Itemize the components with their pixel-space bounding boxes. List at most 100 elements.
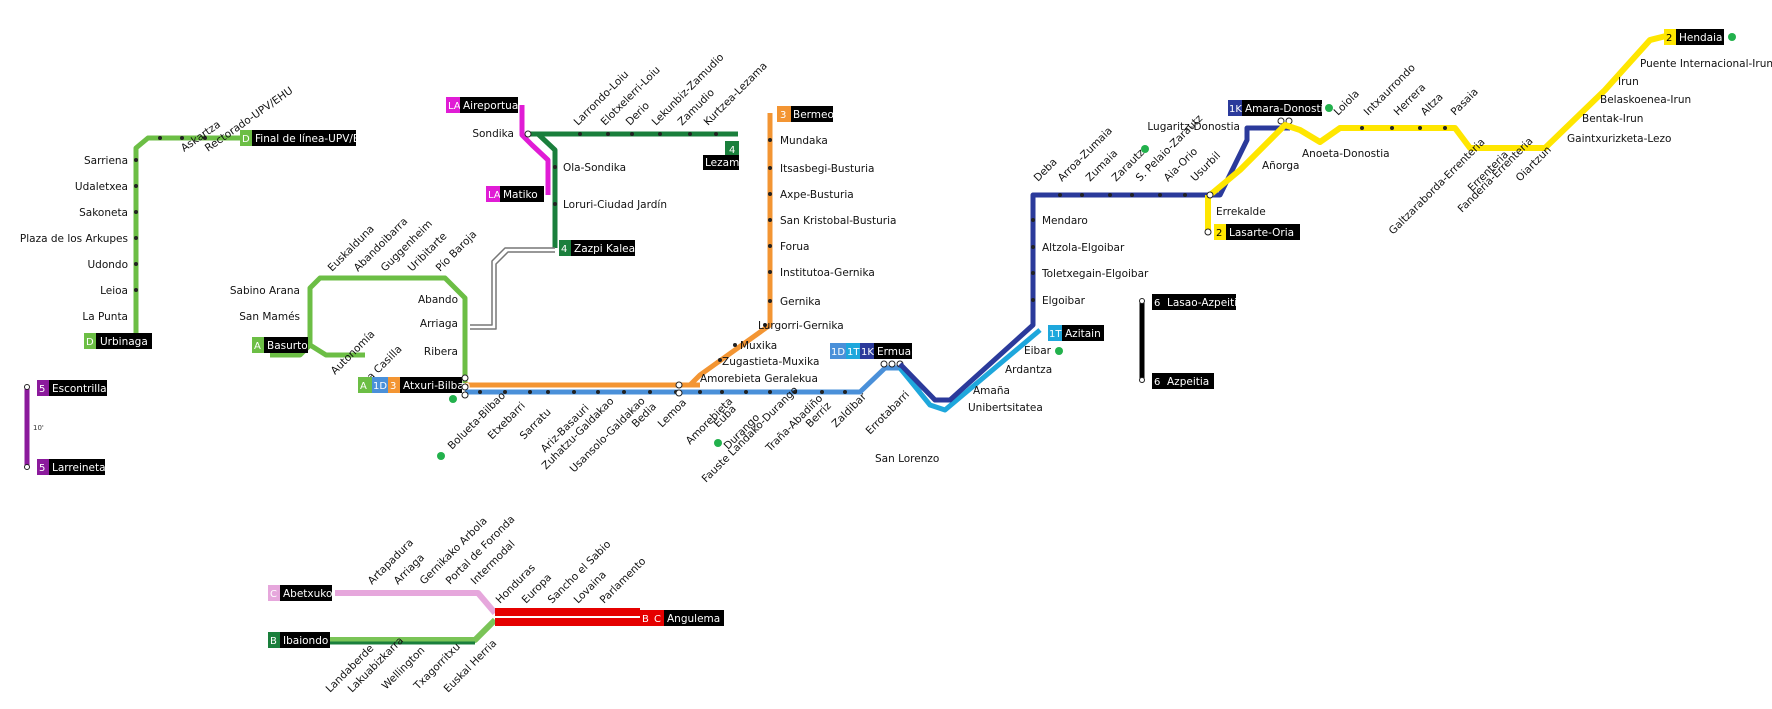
svg-text:A: A <box>360 381 367 392</box>
line-d: D Final de línea-UPV/EHU D Urbinaga Aska… <box>20 85 375 349</box>
station-label: Toletxegain-Elgoibar <box>1041 268 1149 280</box>
station-label: Sarriena <box>84 155 128 167</box>
station-label: Anoeta-Donostia <box>1302 148 1390 160</box>
station-label: San Lorenzo <box>875 453 939 465</box>
interchange-icons <box>437 33 1736 460</box>
svg-text:2: 2 <box>1666 33 1672 44</box>
station-label: Errekalde <box>1216 206 1266 218</box>
svg-text:D: D <box>86 337 94 348</box>
station-label: Zugastieta-Muxika <box>722 356 819 368</box>
interchange-icon <box>449 395 457 403</box>
terminus-atxuri: Atxuri-Bilbao <box>403 380 470 392</box>
station-label: Abando <box>418 294 458 306</box>
svg-text:2: 2 <box>1216 228 1222 239</box>
svg-text:C: C <box>270 589 277 600</box>
interchange-icon <box>1728 33 1736 41</box>
terminus-urbinaga: Urbinaga <box>100 336 148 348</box>
terminus-aireportua: Aireportua <box>463 100 518 112</box>
station-label: Lemoa <box>656 397 689 430</box>
line-a: A Basurto Euskalduna Abandoibarra Guggen… <box>230 215 479 387</box>
station-label: Leioa <box>100 285 128 297</box>
station-label: Sabino Arana <box>230 285 300 297</box>
station-label: Forua <box>780 241 810 253</box>
svg-text:B: B <box>270 636 277 647</box>
svg-text:LA: LA <box>488 190 501 201</box>
terminus-hendaia: Hendaia <box>1679 32 1722 44</box>
terminus-basurto: Basurto <box>267 340 308 352</box>
station-label: Amaña <box>973 385 1010 397</box>
station-label: Gaintxurizketa-Lezo <box>1567 133 1671 145</box>
station-label: Sondika <box>472 128 514 140</box>
terminus-azpeitia: Azpeitia <box>1167 376 1209 388</box>
station-label: Belaskoenea-Irun <box>1600 94 1691 106</box>
station-label: Ribera <box>424 346 458 358</box>
interchange-icon <box>1055 347 1063 355</box>
svg-text:1K: 1K <box>861 347 874 358</box>
line-5: 5 Escontrilla 5 Larreineta 10' <box>24 380 107 475</box>
station-label: Pasaia <box>1449 86 1481 118</box>
svg-text:A: A <box>254 341 261 352</box>
svg-text:3: 3 <box>780 110 786 121</box>
terminus-final-de-linea: Final de línea-UPV/EHU <box>255 133 375 145</box>
interchange-icon <box>437 452 445 460</box>
terminus-escontrilla: Escontrilla <box>52 383 107 395</box>
svg-text:4: 4 <box>729 145 735 156</box>
station-label: Mendaro <box>1042 215 1088 227</box>
interchange-icon <box>1325 104 1333 112</box>
station-label: Amorebieta Geralekua <box>700 373 818 385</box>
station-label: Plaza de los Arkupes <box>20 233 128 245</box>
station-label: Mundaka <box>780 135 828 147</box>
svg-text:5: 5 <box>39 463 45 474</box>
line-3: 3 Bermeo Mundaka Itsasbegi-Busturia Axpe… <box>465 106 896 388</box>
line-6: 6 Lasao-Azpeitia 6 Azpeitia <box>1139 294 1244 389</box>
svg-text:6: 6 <box>1154 377 1160 388</box>
station-label: Deba <box>1032 156 1060 184</box>
svg-text:1D: 1D <box>373 381 387 392</box>
station-label: Loiola <box>1332 88 1362 118</box>
station-label: Sakoneta <box>79 207 128 219</box>
station-label: San Mamés <box>239 311 300 323</box>
station-label: Puente Internacional-Irun <box>1640 58 1772 70</box>
terminus-lasarte-oria: Lasarte-Oria <box>1229 227 1294 239</box>
station-label: Gernika <box>780 296 821 308</box>
svg-text:5: 5 <box>39 384 45 395</box>
station-label: Itsasbegi-Busturia <box>780 163 874 175</box>
station-label: Udondo <box>87 259 128 271</box>
station-label: Loruri-Ciudad Jardín <box>563 199 667 211</box>
line-1d-trunk: A 1D 3 Atxuri-Bilbao Bolueta-Bilbao Etxe… <box>358 343 922 485</box>
svg-text:1D: 1D <box>831 347 845 358</box>
station-label: Unibertsitatea <box>968 402 1043 414</box>
station-label: Bentak-Irun <box>1582 113 1643 125</box>
station-label: Intxaurrondo <box>1362 62 1418 118</box>
station-label: Arriaga <box>420 318 458 330</box>
terminus-bermeo: Bermeo <box>793 109 834 121</box>
station-label: Muxika <box>740 340 777 352</box>
svg-text:1T: 1T <box>1049 329 1062 340</box>
terminus-amara-donostia: Amara-Donostia <box>1245 103 1330 115</box>
terminus-larreineta: Larreineta <box>52 462 106 474</box>
interchange-icon <box>714 439 722 447</box>
terminus-azitain: Azitain <box>1065 328 1101 340</box>
station-label: Añorga <box>1262 160 1300 172</box>
interchange-icon <box>1141 145 1149 153</box>
station-label: La Punta <box>82 311 128 323</box>
station-label: Udaletxea <box>75 181 128 193</box>
station-label: Errotabarri <box>864 389 912 437</box>
station-label: Irun <box>1618 76 1639 88</box>
station-label: San Kristobal-Busturia <box>780 215 896 227</box>
svg-text:B: B <box>642 614 649 625</box>
terminus-ibaiondo: Ibaiondo <box>283 635 328 647</box>
station-label: Ardantza <box>1005 364 1052 376</box>
terminus-lasao: Lasao-Azpeitia <box>1167 297 1244 309</box>
station-label: Altzola-Elgoibar <box>1042 242 1125 254</box>
svg-text:D: D <box>242 134 250 145</box>
svg-text:6: 6 <box>1154 298 1160 309</box>
svg-text:1T: 1T <box>847 347 860 358</box>
station-label: Ola-Sondika <box>563 162 626 174</box>
svg-text:3: 3 <box>390 381 396 392</box>
terminus-angulema: Angulema <box>667 613 720 625</box>
terminus-zazpi-kaleak: Zazpi Kaleak <box>574 243 642 255</box>
svg-text:C: C <box>654 614 661 625</box>
terminus-abetxuko: Abetxuko <box>283 588 332 600</box>
